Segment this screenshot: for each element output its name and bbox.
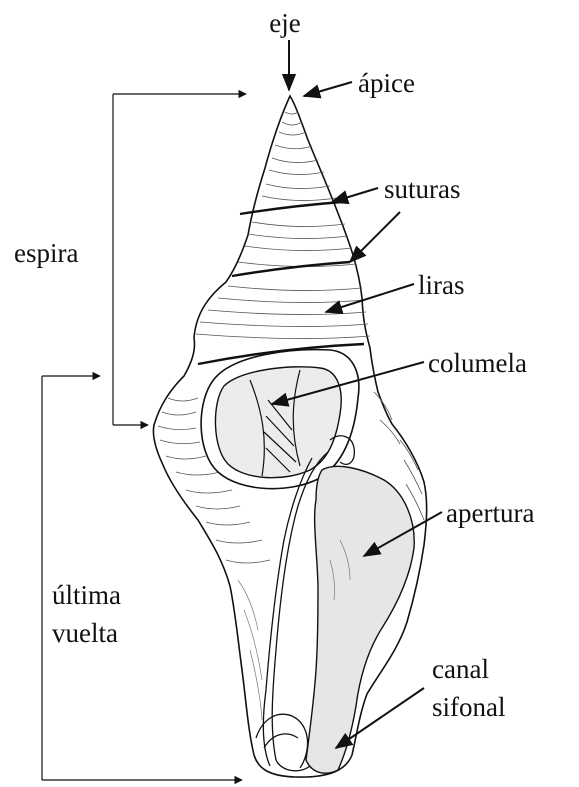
sutures-label: suturas bbox=[384, 174, 461, 204]
aperture-label: apertura bbox=[446, 498, 534, 528]
siphonal-canal-label-line2: sifonal bbox=[432, 692, 506, 722]
apex-label: ápice bbox=[358, 68, 415, 98]
apex-arrow bbox=[304, 82, 352, 96]
spire-label: espira bbox=[14, 238, 78, 268]
last-whorl-label-line1: última bbox=[52, 580, 121, 610]
lirae-label: liras bbox=[418, 270, 465, 300]
last-whorl-label-line2: vuelta bbox=[52, 618, 118, 648]
columella-label: columela bbox=[428, 348, 527, 378]
siphonal-canal-label-line1: canal bbox=[432, 654, 489, 684]
sutures-arrow-1 bbox=[332, 188, 378, 202]
axis-label: eje bbox=[269, 8, 300, 38]
sutures-arrow-2 bbox=[350, 212, 400, 262]
